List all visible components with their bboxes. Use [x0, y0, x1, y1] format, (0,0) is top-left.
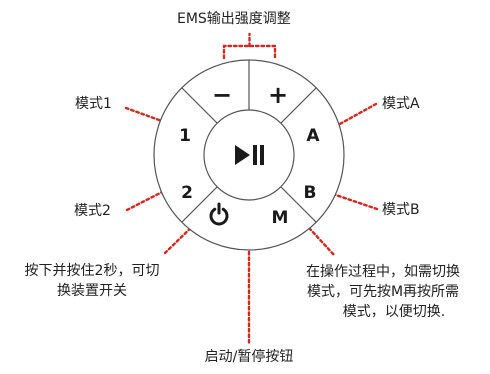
- plus-button[interactable]: +: [268, 81, 288, 109]
- switch-note: 在操作过程中，如需切换 模式，可先按M再按所需 模式，以便切换.: [278, 262, 488, 322]
- mode-1-label: 模式1: [75, 96, 112, 112]
- play-pause-icon[interactable]: [235, 145, 264, 165]
- mode-2-label: 模式2: [74, 203, 111, 219]
- power-note-line-1: 按下并按住2秒，可切: [24, 263, 160, 279]
- segment-dividers: [181, 60, 317, 223]
- switch-note-line-2: 模式，可先按M再按所需: [306, 284, 460, 300]
- switch-note-line-1: 在操作过程中，如需切换: [306, 264, 460, 280]
- power-note-line-2: 换装置开关: [57, 283, 127, 299]
- mode-b-button[interactable]: B: [304, 183, 317, 203]
- power-icon[interactable]: [209, 202, 229, 226]
- leader-ems: [222, 44, 277, 60]
- mode-a-button[interactable]: A: [306, 126, 320, 146]
- ems-intensity-label: EMS输出强度调整: [177, 11, 291, 27]
- mode-1-button[interactable]: 1: [179, 126, 191, 146]
- leader-lines: [124, 32, 379, 345]
- switch-note-line-3: 模式，以便切换.: [342, 304, 446, 320]
- mode-a-label: 模式A: [382, 96, 420, 112]
- mode-b-label: 模式B: [382, 202, 420, 218]
- play-pause-label: 启动/暂停按钮: [204, 349, 294, 365]
- power-note: 按下并按住2秒，可切 换装置开关: [4, 261, 180, 301]
- minus-button[interactable]: −: [212, 81, 232, 109]
- leader-modeB: [328, 191, 379, 211]
- m-button[interactable]: M: [272, 208, 289, 228]
- mode-2-button[interactable]: 2: [181, 183, 193, 203]
